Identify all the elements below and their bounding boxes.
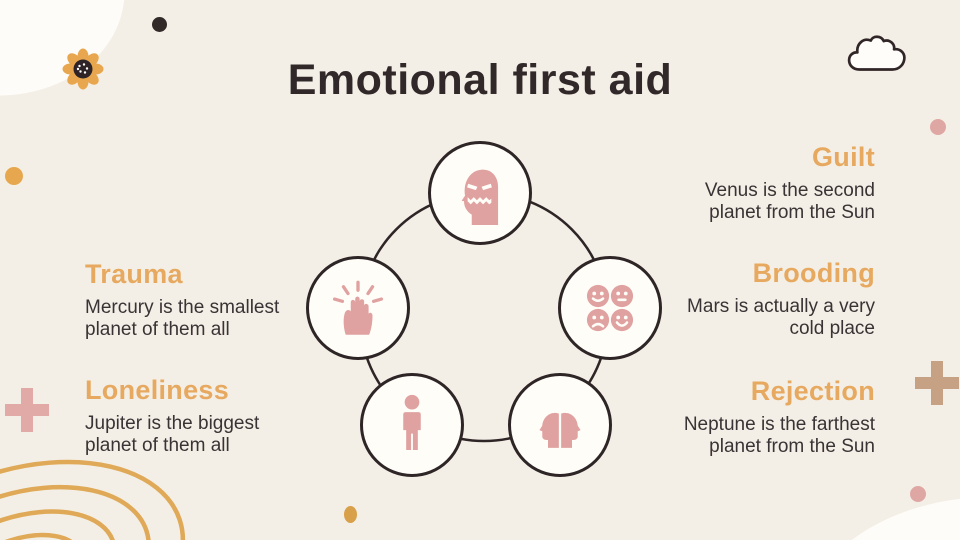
angry-head-icon [461, 169, 499, 225]
facing-profiles-icon [539, 412, 581, 448]
diagram-node-bottom-right [508, 373, 612, 477]
item-brooding: Brooding Mars is actually a very cold pl… [687, 258, 875, 341]
item-guilt: Guilt Venus is the second planet from th… [705, 142, 875, 225]
item-trauma: Trauma Mercury is the smallest planet of… [85, 259, 279, 342]
raised-fist-icon [332, 280, 384, 335]
dot-gold [344, 506, 357, 523]
sunflower-icon [62, 48, 104, 90]
plus-icon-pink [5, 388, 49, 432]
item-description: Venus is the second planet from the Sun [704, 180, 875, 224]
item-loneliness: Loneliness Jupiter is the biggest planet… [85, 375, 259, 458]
item-description: Jupiter is the biggest planet of them al… [85, 413, 260, 457]
plus-icon-tan [915, 361, 959, 405]
diagram-node-top [428, 141, 532, 245]
item-rejection: Rejection Neptune is the farthest planet… [684, 376, 875, 459]
person-icon [403, 394, 421, 450]
cloud-icon [847, 35, 906, 71]
item-description: Mercury is the smallest planet of them a… [85, 297, 280, 341]
diagram-node-right [558, 256, 662, 360]
item-description: Neptune is the farthest planet from the … [683, 414, 875, 458]
emoji-faces-icon [586, 284, 634, 332]
dot-gold [5, 167, 23, 185]
diagram-node-bottom-left [360, 373, 464, 477]
item-description: Mars is actually a very cold place [687, 296, 875, 340]
item-heading: Loneliness [85, 375, 230, 405]
dot-pink [930, 119, 946, 135]
item-heading: Rejection [750, 376, 875, 406]
diagram-node-left [306, 256, 410, 360]
item-heading: Trauma [85, 259, 183, 289]
dot-dark [152, 17, 167, 32]
item-heading: Guilt [812, 142, 875, 172]
item-heading: Brooding [752, 258, 875, 288]
corner-blob-bottom-right [788, 480, 960, 540]
slide-title: Emotional first aid [287, 56, 673, 104]
dot-pink [910, 486, 926, 502]
